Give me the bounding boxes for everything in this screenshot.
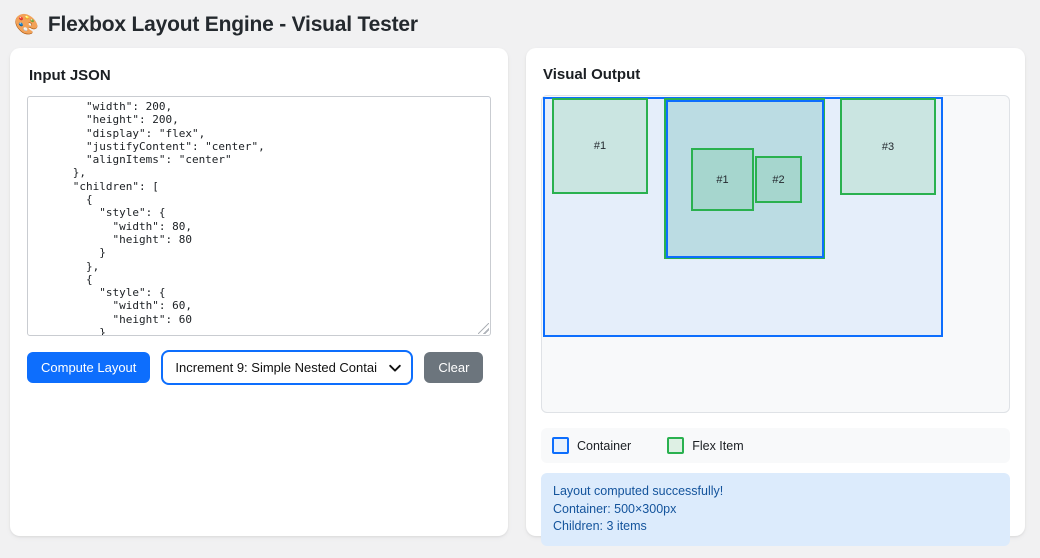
json-input[interactable]: "width": 200, "height": 200, "display": … (27, 96, 491, 336)
palette-icon: 🎨 (14, 14, 39, 36)
main-panels: Input JSON "width": 200, "height": 200, … (10, 48, 1025, 546)
preset-select-wrap: Increment 9: Simple Nested Container (161, 350, 414, 385)
status-message: Layout computed successfully! Container:… (541, 473, 1010, 546)
app-header: 🎨 Flexbox Layout Engine - Visual Tester (0, 0, 1040, 48)
legend: Container Flex Item (541, 428, 1010, 463)
clear-button[interactable]: Clear (424, 352, 484, 383)
resize-handle-icon[interactable] (478, 323, 489, 334)
status-line-3: Children: 3 items (553, 519, 647, 533)
legend-item-flex-item: Flex Item (667, 437, 744, 454)
controls-row: Compute Layout Increment 9: Simple Neste… (27, 350, 491, 385)
flex-item-box: #1 (691, 148, 754, 211)
compute-layout-button[interactable]: Compute Layout (27, 352, 151, 383)
input-json-heading: Input JSON (29, 67, 111, 84)
visual-output-panel: Visual Output #1#1#2#3 Container Flex It… (526, 48, 1025, 546)
flex-item-box: #2 (755, 156, 802, 203)
container-box (543, 97, 943, 337)
layout-canvas: #1#1#2#3 (541, 95, 1010, 413)
status-line-2: Container: 500×300px (553, 501, 677, 516)
status-line-1: Layout computed successfully! (553, 484, 724, 498)
flex-item-box (664, 98, 825, 259)
legend-label-flex-item: Flex Item (692, 438, 744, 453)
input-json-panel: Input JSON "width": 200, "height": 200, … (10, 48, 508, 536)
flex-item-box: #1 (552, 98, 648, 194)
visual-output-heading: Visual Output (543, 66, 641, 83)
flex-item-box: #3 (840, 98, 936, 195)
legend-label-container: Container (577, 438, 632, 453)
page-title: Flexbox Layout Engine - Visual Tester (47, 13, 418, 36)
legend-item-container: Container (552, 437, 631, 454)
json-editor-area: "width": 200, "height": 200, "display": … (27, 96, 491, 336)
container-swatch-icon (552, 437, 569, 454)
preset-select[interactable]: Increment 9: Simple Nested Container (161, 350, 414, 385)
flex-item-swatch-icon (667, 437, 685, 454)
